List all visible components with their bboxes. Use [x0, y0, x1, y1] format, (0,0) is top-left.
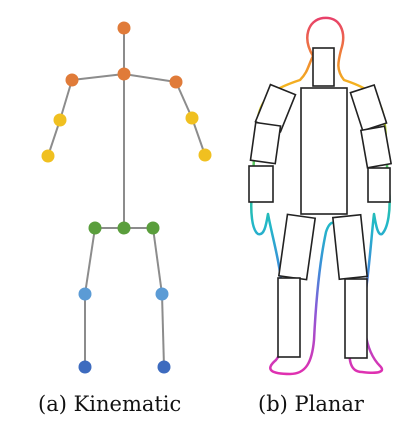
joint-left-shoulder: [65, 73, 79, 87]
joint-pelvis: [117, 221, 131, 235]
skeleton-bones: [47, 28, 206, 368]
segment-right-shin: [344, 278, 368, 359]
joint-left-ankle: [78, 360, 92, 374]
body-segments: [248, 47, 393, 359]
segment-right-upper-arm: [349, 83, 388, 132]
skeleton-joints: [41, 21, 212, 374]
joint-right-shoulder: [169, 75, 183, 89]
caption-kinematic: (a) Kinematic: [38, 392, 182, 416]
joint-right-wrist: [198, 148, 212, 162]
joint-left-hip: [88, 221, 102, 235]
joint-neck: [117, 67, 131, 81]
joint-right-ankle: [157, 360, 171, 374]
planar-body-model: [248, 16, 393, 376]
joint-head: [117, 21, 131, 35]
joint-left-wrist: [41, 149, 55, 163]
segment-right-forearm: [359, 125, 393, 169]
segment-left-forearm: [249, 121, 282, 165]
caption-planar: (b) Planar: [258, 392, 364, 416]
segment-right-thigh: [331, 213, 369, 281]
segment-head: [312, 47, 335, 87]
segment-left-hand: [248, 165, 274, 203]
segment-left-shin: [277, 277, 301, 358]
joint-right-knee: [155, 287, 169, 301]
segment-right-hand: [367, 167, 391, 203]
kinematic-skeleton: [41, 21, 212, 374]
segment-torso: [300, 87, 348, 215]
joint-right-hip: [146, 221, 160, 235]
joint-right-elbow: [185, 111, 199, 125]
segment-left-thigh: [277, 213, 317, 281]
joint-left-knee: [78, 287, 92, 301]
joint-left-elbow: [53, 113, 67, 127]
